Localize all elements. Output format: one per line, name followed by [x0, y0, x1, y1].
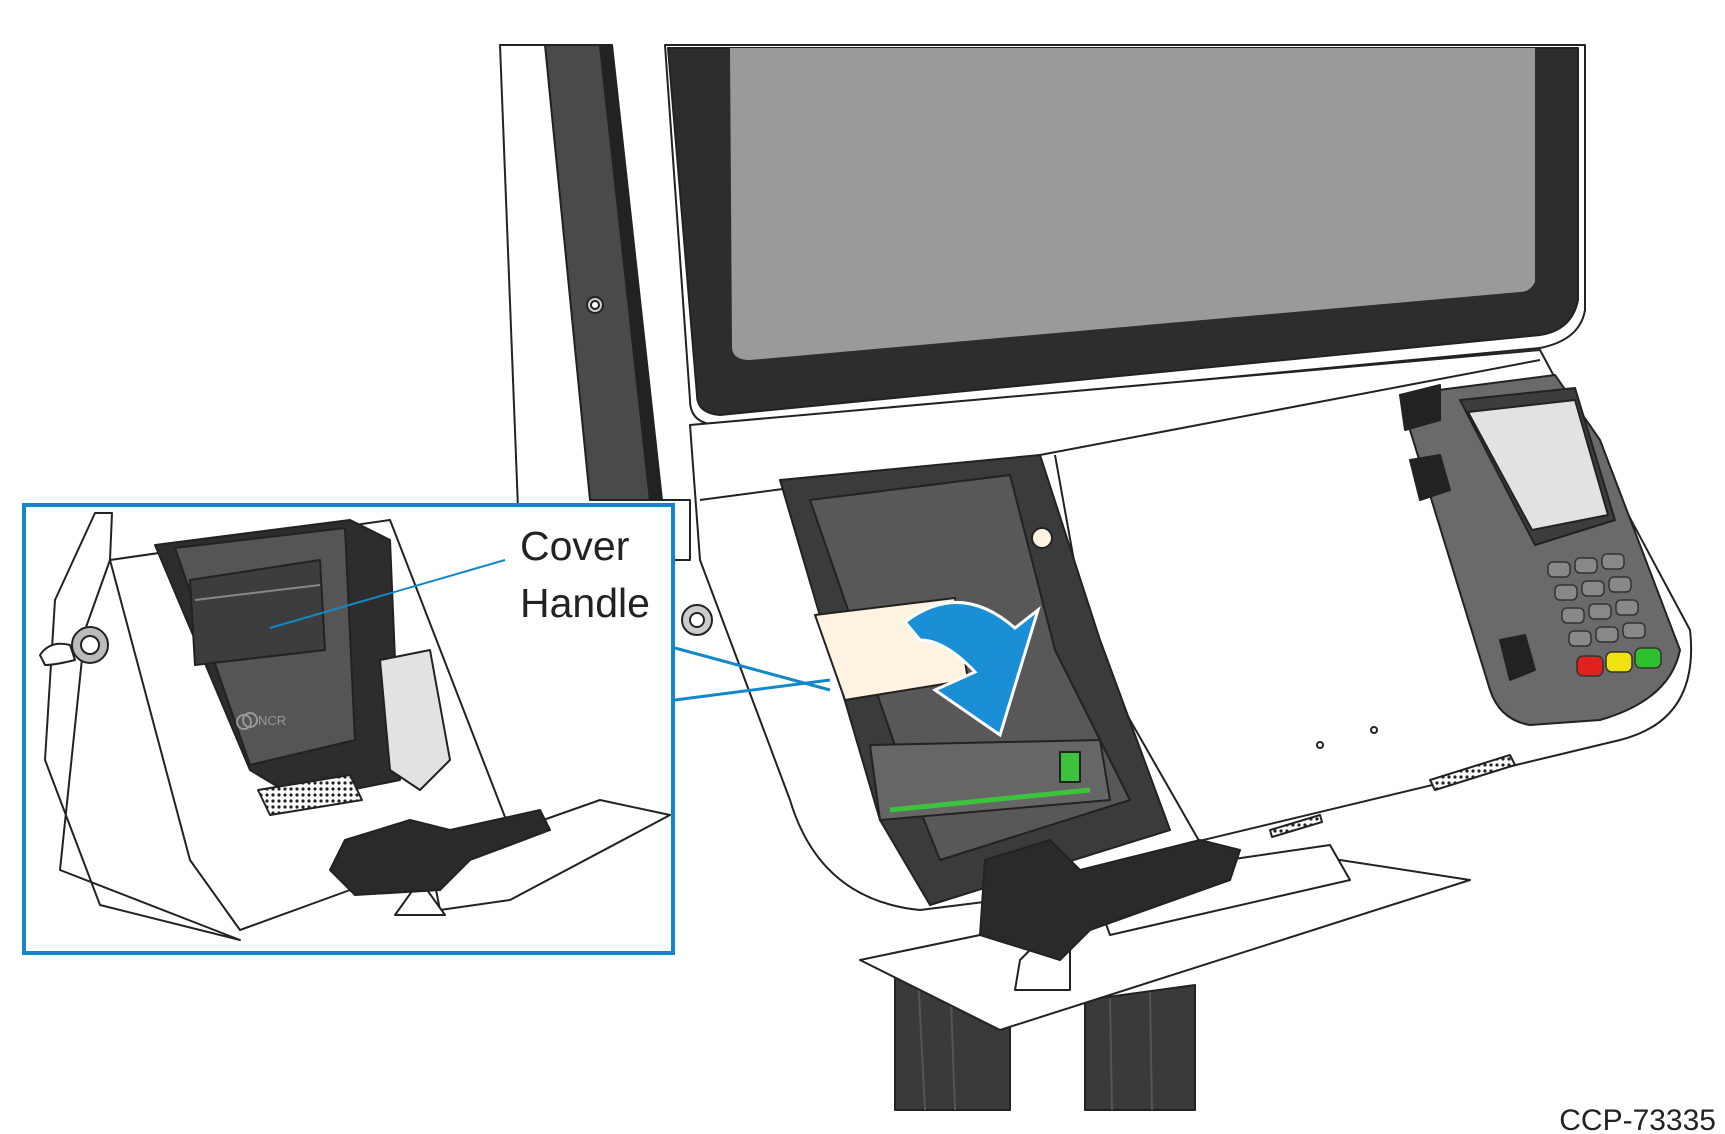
callout-label-line2: Handle	[520, 580, 650, 626]
curved-arrow-icon	[902, 601, 1041, 738]
callout-connector	[674, 646, 831, 702]
callout-inset: NCR Cover Handle	[22, 503, 675, 955]
payment-terminal	[1399, 374, 1681, 726]
key-cancel	[1576, 655, 1604, 677]
key-enter	[1634, 647, 1662, 669]
key-clear	[1605, 651, 1633, 673]
ncr-logo-text: NCR	[258, 713, 286, 728]
display-screen	[730, 48, 1535, 360]
terminal-keypad	[1547, 553, 1662, 677]
inset-front-tray	[429, 799, 671, 911]
callout-pointer-line	[269, 559, 506, 629]
figure-id: CCP-73335	[1559, 1104, 1716, 1134]
inset-cover-handle	[189, 559, 326, 666]
kiosk-main	[499, 44, 1693, 1111]
key-lock-icon	[39, 626, 109, 666]
green-roller	[1059, 751, 1081, 783]
inset-printer-latch	[329, 809, 551, 896]
ncr-logo: NCR	[236, 712, 286, 730]
callout-label-line1: Cover	[520, 523, 629, 569]
printer-latch	[979, 839, 1241, 961]
terminal-screen	[1467, 399, 1609, 531]
